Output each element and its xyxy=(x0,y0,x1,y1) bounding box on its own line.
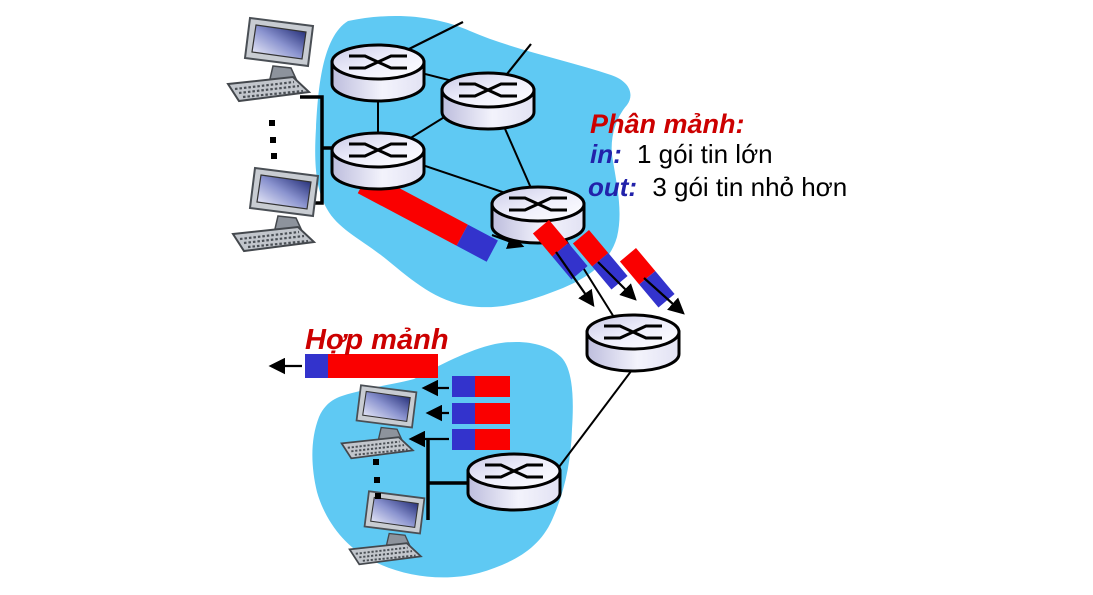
external-link xyxy=(506,43,532,75)
flow-arrow-large-packet xyxy=(491,233,525,249)
fragment-header xyxy=(552,242,588,280)
fragment-header xyxy=(452,403,475,424)
fragmentation-title: Phân mảnh: xyxy=(590,109,745,139)
fragment-packet-2 xyxy=(572,230,628,290)
in-keyword: in: xyxy=(590,139,622,169)
packet-payload xyxy=(328,354,438,378)
network-link xyxy=(555,357,642,472)
fragment-payload xyxy=(572,230,609,267)
flow-arrow-fragment-3 xyxy=(643,277,685,315)
fragment-payload xyxy=(532,220,569,257)
large-packet xyxy=(357,172,498,262)
fragment-payload xyxy=(475,403,510,424)
host-bracket-bottom xyxy=(426,439,472,520)
incoming-fragment-2 xyxy=(452,403,510,424)
out-text: 3 gói tin nhỏ hơn xyxy=(652,172,847,202)
router-icon xyxy=(440,71,536,131)
fragmentation-out-line: out: 3 gói tin nhỏ hơn xyxy=(588,172,847,202)
reassembled-packet xyxy=(305,354,438,378)
fragment-payload xyxy=(475,376,510,397)
reassembly-title: Hợp mảnh xyxy=(305,324,449,356)
fragment-header xyxy=(452,376,475,397)
out-keyword: out: xyxy=(588,172,637,202)
fragment-payload xyxy=(475,429,510,450)
router-icon xyxy=(330,131,426,191)
large-packet-payload xyxy=(357,172,468,246)
incoming-fragment-3 xyxy=(452,429,510,450)
external-link xyxy=(404,21,464,52)
more-hosts-dots xyxy=(269,120,277,159)
flow-arrow-fragment-1 xyxy=(555,251,595,308)
fragment-payload xyxy=(619,248,656,285)
computer-icon xyxy=(231,166,320,253)
in-text: 1 gói tin lớn xyxy=(637,139,773,169)
router-icon-bottom xyxy=(466,452,562,512)
large-packet-header xyxy=(456,224,498,262)
computer-icon xyxy=(226,16,315,103)
flow-arrow-fragment-2 xyxy=(597,261,637,301)
fragment-header xyxy=(592,252,628,290)
fragment-packet-1 xyxy=(532,220,588,280)
incoming-fragment-1 xyxy=(452,376,510,397)
packet-header xyxy=(305,354,328,378)
router-icon xyxy=(330,43,426,103)
more-hosts-dots xyxy=(373,459,381,499)
fragment-header xyxy=(452,429,475,450)
router-icon-middle xyxy=(585,313,681,373)
fragmentation-in-line: in: 1 gói tin lớn xyxy=(590,139,773,169)
